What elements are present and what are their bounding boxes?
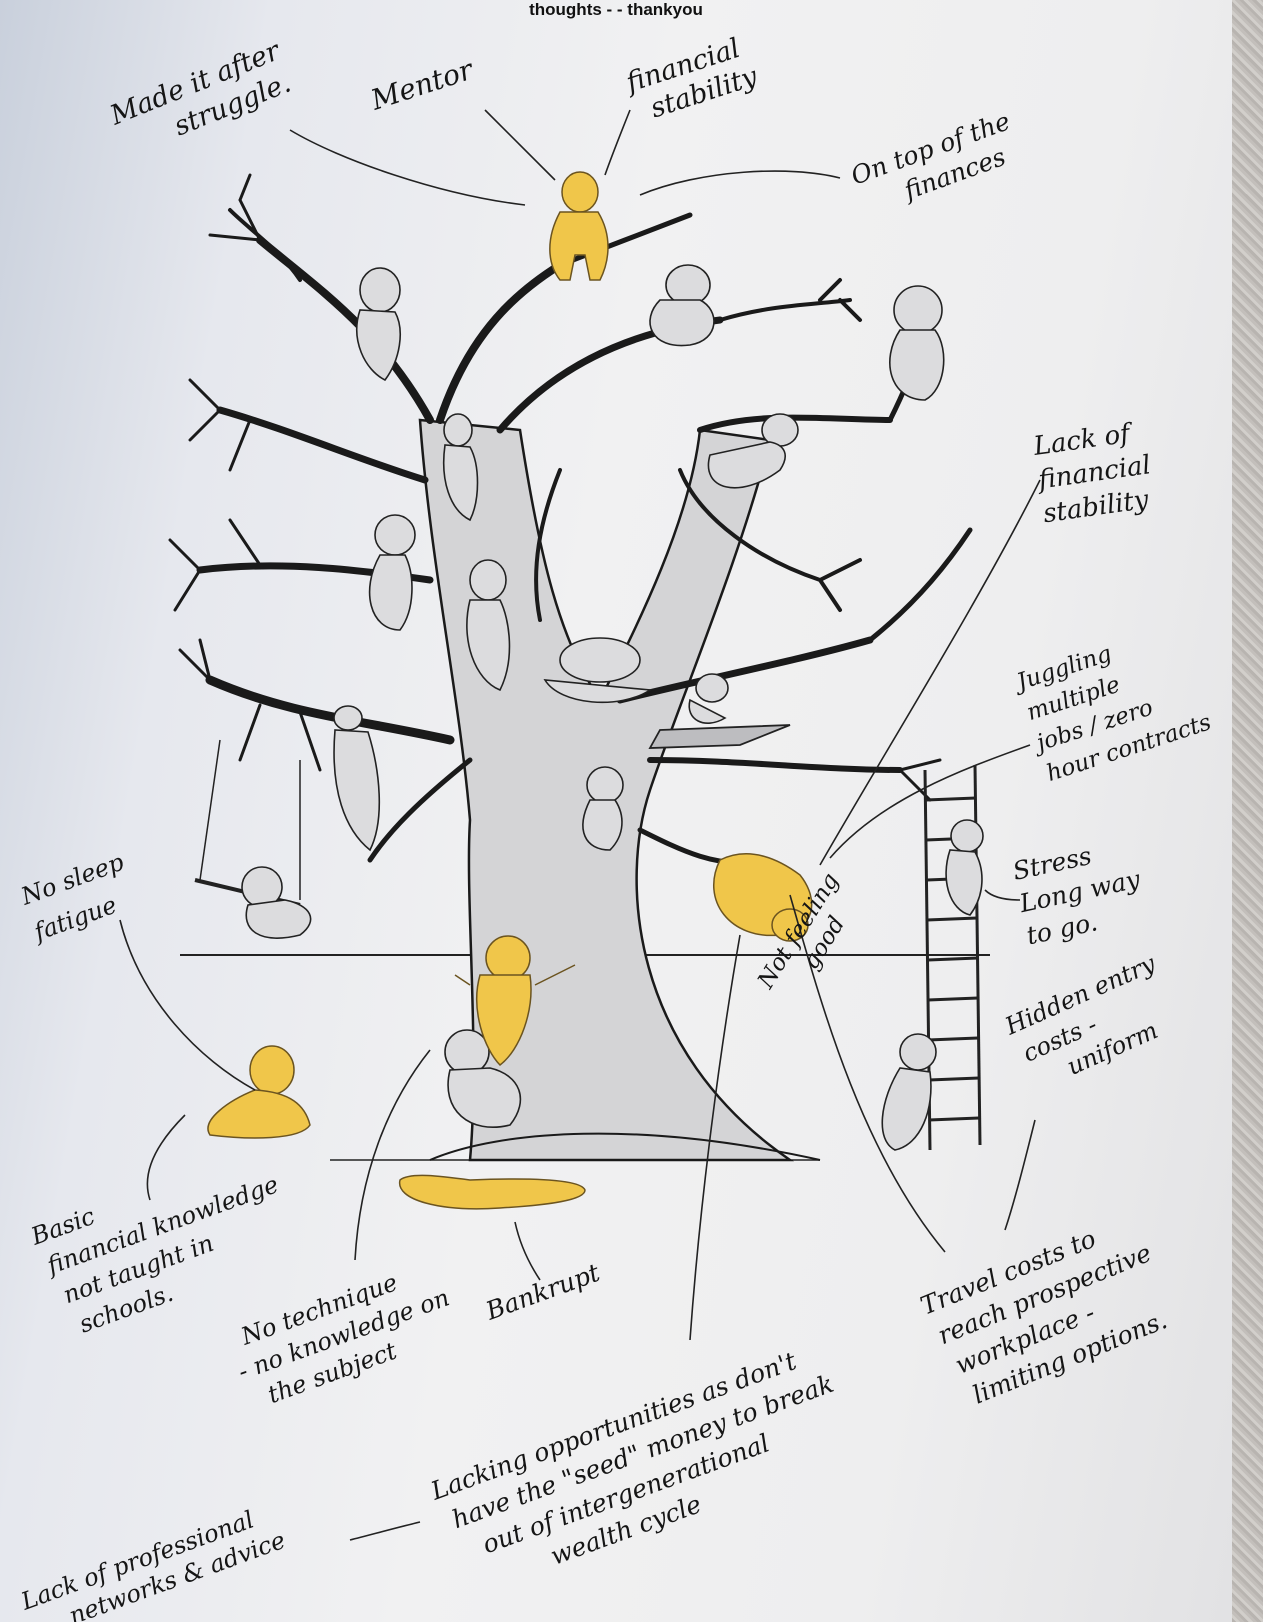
blob-tree-drawing: Made it afterstruggle. Mentor financials…	[0, 0, 1232, 1622]
label-lack-financial: Lack offinancialstability	[1030, 416, 1158, 529]
grey-figure	[650, 265, 714, 346]
grey-figure	[946, 820, 983, 915]
table-surface	[1232, 0, 1263, 1622]
grey-figure	[357, 268, 400, 380]
label-bankrupt: Bankrupt	[481, 1257, 604, 1325]
label-travel-costs: Travel costs toreach prospectiveworkplac…	[916, 1207, 1180, 1415]
label-professional-networks: Lack of professionalnetworks & advice	[17, 1498, 289, 1622]
yellow-figure-sitting	[208, 1046, 310, 1138]
label-hidden-entry: Hidden entrycosts -uniform	[1000, 949, 1185, 1097]
grey-figure	[583, 767, 623, 850]
yellow-figure-lying	[400, 1175, 585, 1208]
label-on-top: On top of thefinances	[847, 106, 1025, 220]
label-financial-stability: financialstability	[621, 30, 762, 129]
label-no-sleep: No sleepfatigue	[16, 848, 141, 947]
label-mentor: Mentor	[366, 52, 478, 117]
grey-figure	[882, 1034, 936, 1150]
label-basic-knowledge: Basicfinancial knowledgenot taught insch…	[27, 1139, 305, 1344]
label-no-technique: No technique- no knowledge onthe subject	[223, 1253, 464, 1416]
grey-figure	[890, 286, 944, 400]
label-juggling: Jugglingmultiplejobs / zerohour contract…	[1009, 618, 1214, 789]
label-stress: StressLong wayto go.	[1009, 832, 1150, 951]
yellow-figure-top	[550, 172, 608, 280]
label-lacking-opportunities: Lacking opportunities as don'thave the "…	[426, 1337, 860, 1602]
label-made-it: Made it afterstruggle.	[105, 35, 299, 164]
grey-figure	[370, 515, 415, 630]
